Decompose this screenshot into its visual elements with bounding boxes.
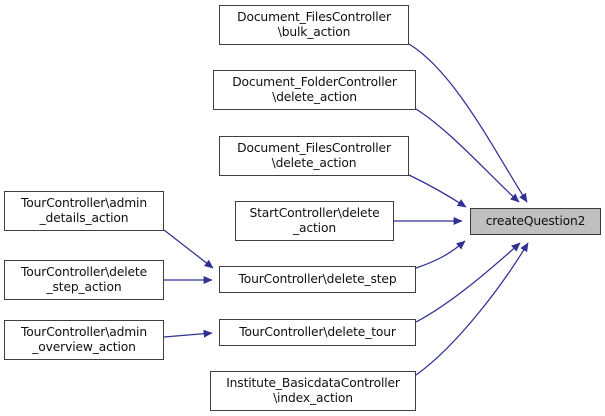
graph-edge-institute_basicdata_index-to-create_question2 [415, 242, 529, 376]
graph-edge-document_files_bulk-to-create_question2 [408, 43, 528, 203]
graph-node-tour_admin_details[interactable]: TourController\admin _details_action [4, 191, 164, 231]
graph-node-label: Document_FilesController \bulk_action [237, 10, 391, 39]
graph-node-label: Institute_BasicdataController \index_act… [226, 376, 400, 405]
graph-node-label: Document_FilesController \delete_action [237, 141, 391, 170]
graph-node-start_delete[interactable]: StartController\delete _action [235, 201, 394, 241]
graph-node-label: TourController\delete_step [238, 272, 397, 287]
graph-node-tour_delete_step_action[interactable]: TourController\delete _step_action [4, 260, 164, 300]
graph-edge-document_folder_delete-to-create_question2 [415, 108, 520, 203]
graph-node-label: TourController\delete _step_action [20, 265, 147, 294]
graph-edge-tour_admin_overview-to-tour_delete_tour [163, 329, 213, 338]
graph-node-tour_delete_tour[interactable]: TourController\delete_tour [219, 319, 416, 346]
graph-edge-tour_delete_tour-to-create_question2 [415, 242, 521, 323]
graph-node-document_files_delete[interactable]: Document_FilesController \delete_action [219, 136, 409, 176]
graph-node-create_question2[interactable]: createQuestion2 [470, 208, 601, 235]
graph-node-label: createQuestion2 [485, 214, 586, 229]
graph-node-document_folder_delete[interactable]: Document_FolderController \delete_action [213, 70, 416, 110]
graph-node-label: TourController\delete_tour [239, 325, 396, 340]
graph-node-institute_basicdata_index[interactable]: Institute_BasicdataController \index_act… [210, 371, 416, 411]
graph-node-label: TourController\admin _overview_action [21, 325, 147, 354]
graph-edge-document_files_delete-to-create_question2 [408, 174, 467, 208]
graph-node-tour_admin_overview[interactable]: TourController\admin _overview_action [4, 320, 164, 360]
graph-node-document_files_bulk[interactable]: Document_FilesController \bulk_action [219, 5, 409, 45]
graph-node-label: StartController\delete _action [249, 206, 380, 235]
graph-node-label: Document_FolderController \delete_action [232, 75, 397, 104]
graph-edge-tour_delete_step-to-create_question2 [415, 240, 466, 269]
graph-node-tour_delete_step[interactable]: TourController\delete_step [219, 266, 416, 293]
graph-edge-tour_admin_details-to-tour_delete_step [163, 229, 214, 269]
graph-node-label: TourController\admin _details_action [21, 196, 147, 225]
